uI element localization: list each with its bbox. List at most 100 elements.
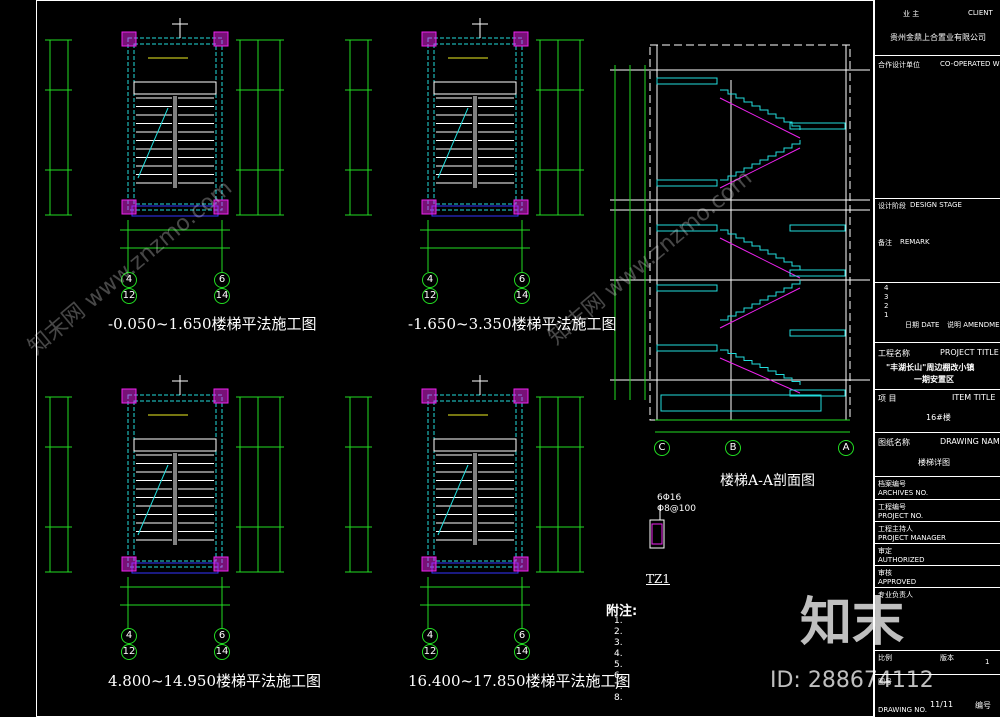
column bbox=[213, 31, 229, 47]
axis-bubble-12: 12 bbox=[422, 288, 438, 304]
axis-bubble-6: 6 bbox=[214, 272, 230, 288]
column bbox=[421, 31, 437, 47]
watermark-id: ID: 288674112 bbox=[770, 668, 934, 693]
column bbox=[213, 388, 229, 404]
watermark-logo: 知末 bbox=[800, 593, 905, 653]
beam bbox=[431, 562, 519, 574]
direction-arrow bbox=[437, 107, 469, 179]
column bbox=[121, 199, 137, 215]
landing-slab bbox=[789, 329, 846, 337]
column bbox=[421, 556, 437, 572]
scale-label: 比例 bbox=[878, 654, 892, 662]
note-line: 1. bbox=[614, 616, 623, 626]
coop-label-en: CO-OPERATED WITH bbox=[940, 60, 1000, 68]
direction-arrow bbox=[437, 464, 469, 536]
date-label: 日期 DATE bbox=[905, 321, 940, 329]
title-block bbox=[874, 0, 1000, 717]
checked-label: 专业负责人 bbox=[878, 591, 913, 599]
stage-label: 设计阶段 bbox=[878, 202, 906, 210]
notes-heading: 附注: bbox=[606, 604, 638, 619]
column-label: TZ1 bbox=[646, 572, 670, 586]
column bbox=[421, 199, 437, 215]
archive-label-en: ARCHIVES NO. bbox=[878, 489, 929, 497]
column bbox=[121, 388, 137, 404]
stair-wall bbox=[127, 394, 223, 568]
column bbox=[121, 31, 137, 47]
sheet-number: 11/11 bbox=[930, 700, 954, 709]
column-spec-top: 6Φ16 bbox=[657, 493, 682, 503]
landing-slab bbox=[789, 122, 846, 130]
axis-bubble-B: B bbox=[725, 440, 741, 456]
column bbox=[513, 388, 529, 404]
approved-label-en: AUTHORIZED bbox=[878, 556, 925, 564]
axis-bubble-4: 4 bbox=[422, 628, 438, 644]
axis-bubble-14: 14 bbox=[514, 288, 530, 304]
direction-arrow bbox=[137, 464, 169, 536]
version-value: 1 bbox=[985, 658, 990, 666]
pm-label: 工程主持人 bbox=[878, 525, 913, 533]
project-name-1: "丰湖长山"周边棚改小镇 bbox=[886, 363, 975, 372]
stair-wall-inner bbox=[433, 400, 517, 562]
column bbox=[513, 199, 529, 215]
axis-bubble-12: 12 bbox=[422, 644, 438, 660]
plan-title-4: 16.400~17.850楼梯平法施工图 bbox=[408, 672, 631, 690]
item-label: 项 目 bbox=[878, 394, 897, 403]
axis-bubble-14: 14 bbox=[214, 644, 230, 660]
axis-bubble-12: 12 bbox=[121, 644, 137, 660]
column-rebar bbox=[651, 523, 663, 545]
axis-bubble-A: A bbox=[838, 440, 854, 456]
stair-flight bbox=[720, 349, 801, 385]
sheet-suffix: 编号 bbox=[975, 701, 991, 710]
pm-label-en: PROJECT MANAGER bbox=[878, 534, 946, 542]
axis-bubble-4: 4 bbox=[121, 272, 137, 288]
version-label: 版本 bbox=[940, 654, 954, 662]
direction-arrow bbox=[137, 107, 169, 179]
stair-flight bbox=[720, 229, 801, 270]
column-detail bbox=[649, 519, 665, 549]
axis-bubble-6: 6 bbox=[214, 628, 230, 644]
column bbox=[513, 31, 529, 47]
archive-label: 档案编号 bbox=[878, 480, 906, 488]
stair-slab bbox=[719, 237, 801, 279]
plan-title-3: 4.800~14.950楼梯平法施工图 bbox=[108, 672, 321, 690]
axis-bubble-12: 12 bbox=[121, 288, 137, 304]
landing-slab bbox=[656, 284, 718, 292]
column bbox=[213, 556, 229, 572]
ground-beam bbox=[660, 394, 822, 412]
section-title: 楼梯A-A剖面图 bbox=[720, 473, 815, 489]
approved-label: 审定 bbox=[878, 547, 892, 555]
stair-slab bbox=[719, 147, 801, 189]
landing-slab bbox=[789, 389, 846, 397]
drawing-label-en: DRAWING NAME bbox=[940, 437, 1000, 446]
note-line: 6. bbox=[614, 671, 623, 681]
column bbox=[121, 556, 137, 572]
stair-slab bbox=[719, 97, 801, 139]
item-label-en: ITEM TITLE bbox=[952, 393, 996, 402]
landing-slab bbox=[656, 77, 718, 85]
note-line: 7. bbox=[614, 682, 623, 692]
project-label-en: PROJECT TITLE bbox=[940, 348, 999, 357]
stair-wall bbox=[427, 394, 523, 568]
item-name: 16#楼 bbox=[926, 413, 951, 422]
note-line: 3. bbox=[614, 638, 623, 648]
remark-label-en: REMARK bbox=[900, 238, 930, 246]
column bbox=[421, 388, 437, 404]
column-spec-bottom: Φ8@100 bbox=[657, 504, 696, 514]
note-line: 8. bbox=[614, 693, 623, 703]
landing-slab bbox=[656, 224, 718, 232]
amendment-label: 说明 AMENDMENT bbox=[947, 321, 1000, 329]
axis-bubble-6: 6 bbox=[514, 272, 530, 288]
landing-beam bbox=[433, 438, 517, 452]
drawno-label-en: DRAWING NO. bbox=[878, 706, 927, 714]
column bbox=[513, 556, 529, 572]
plan-title-2: -1.650~3.350楼梯平法施工图 bbox=[408, 315, 617, 333]
drawing-label: 图纸名称 bbox=[878, 438, 910, 447]
projno-label: 工程编号 bbox=[878, 503, 906, 511]
stair-slab bbox=[719, 357, 801, 394]
stage-label-en: DESIGN STAGE bbox=[910, 201, 962, 209]
audit-label: 审核 bbox=[878, 569, 892, 577]
landing-slab bbox=[789, 224, 846, 232]
stair-wall-inner bbox=[133, 400, 217, 562]
client-label-en: CLIENT bbox=[968, 9, 993, 17]
